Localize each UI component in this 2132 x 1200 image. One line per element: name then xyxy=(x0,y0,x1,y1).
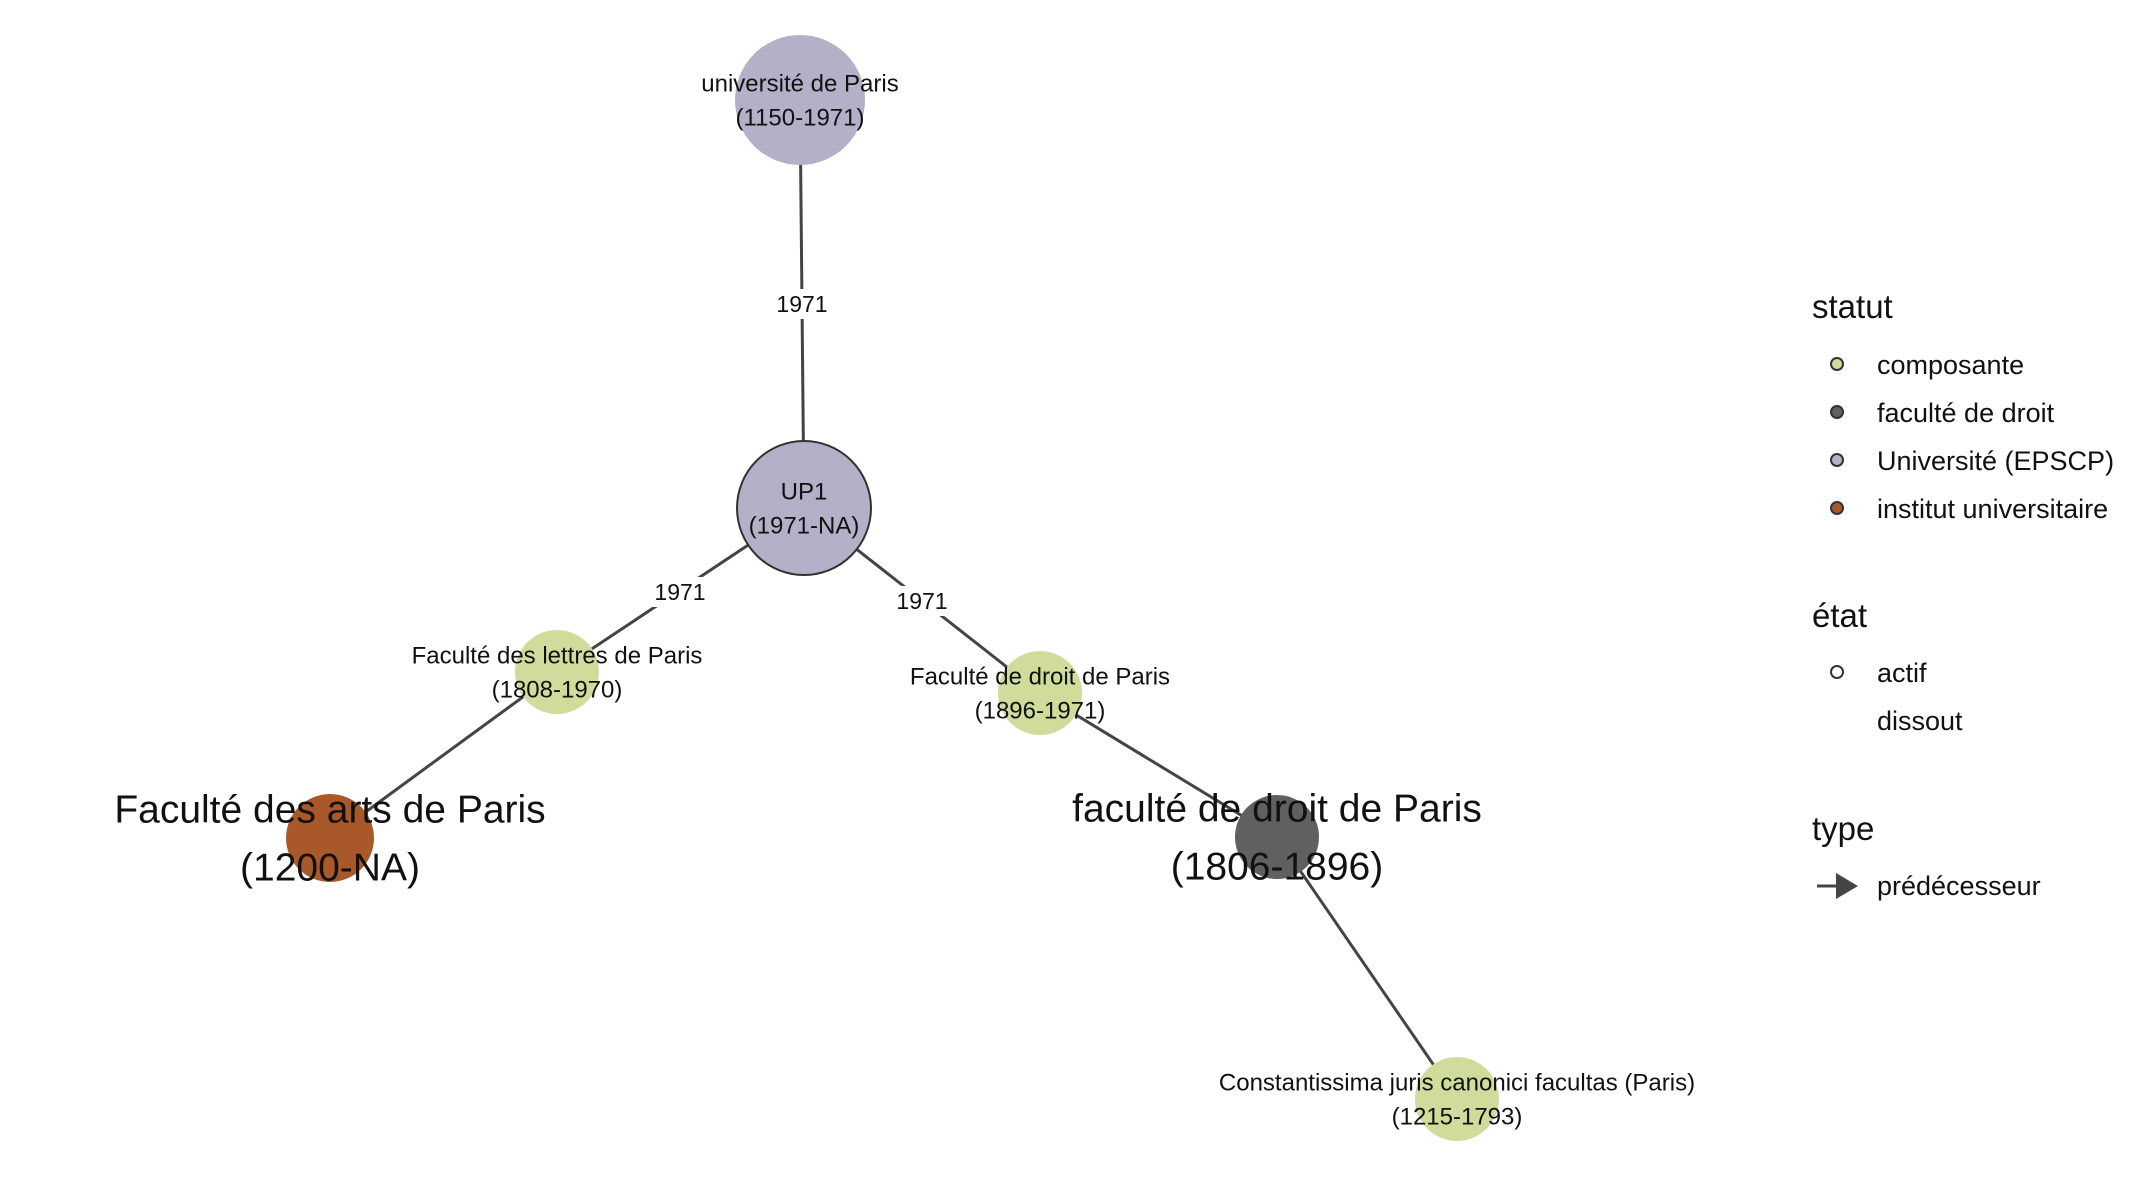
node-lettres[interactable] xyxy=(515,630,599,714)
node-dates-label: (1806-1896) xyxy=(1171,846,1383,889)
edge-label-background xyxy=(773,289,831,319)
edge-label-background xyxy=(651,577,709,607)
legend-title-etat: état xyxy=(1812,597,1867,634)
edge-label-up1-droit-1896: 1971 xyxy=(896,588,947,614)
node-name-label: Constantissima juris canonici facultas (… xyxy=(1219,1069,1695,1096)
node-canonici[interactable] xyxy=(1415,1057,1499,1141)
legend-type-label: prédécesseur xyxy=(1877,871,2041,901)
node-name-label: Faculté des lettres de Paris xyxy=(412,642,703,669)
legend: statut composante faculté de droitUnivers… xyxy=(1812,288,2114,901)
arrow-right-icon xyxy=(1836,873,1858,899)
edge-labels-layer: 1971 1971 1971 xyxy=(651,289,951,616)
node-name-label: faculté de droit de Paris xyxy=(1072,788,1482,831)
legend-statut-label: composante xyxy=(1877,350,2024,380)
node-dates-label: (1200-NA) xyxy=(240,847,420,890)
legend-statut-label: Université (EPSCP) xyxy=(1877,446,2114,476)
legend-swatch-dot-icon xyxy=(1830,453,1844,467)
node-dates-label: (1215-1793) xyxy=(1392,1103,1523,1130)
legend-swatch-dot-icon xyxy=(1830,357,1844,371)
edge-lettres-arts xyxy=(329,670,558,840)
legend-etat-label: dissout xyxy=(1877,706,1963,736)
legend-etat-label: actif xyxy=(1877,658,1927,688)
edge-droit-1806-canonici xyxy=(1275,836,1459,1100)
legend-statut-label: institut universitaire xyxy=(1877,494,2108,524)
labels-layer: université de Paris (1150-1971) UP1 (1971-N… xyxy=(114,70,1695,1130)
node-name-label: UP1 xyxy=(781,478,828,505)
legend-etat-items: actif dissout xyxy=(1830,658,1963,736)
node-name-label: Faculté de droit de Paris xyxy=(910,663,1170,690)
edge-droit-1896-droit-1806 xyxy=(1039,691,1278,839)
node-dates-label: (1808-1970) xyxy=(492,676,623,703)
node-dates-label: (1971-NA) xyxy=(749,512,860,539)
node-up1[interactable] xyxy=(736,440,872,576)
node-droit-1896[interactable] xyxy=(998,651,1082,735)
node-univ-paris[interactable] xyxy=(735,35,865,165)
legend-type-items: prédécesseur xyxy=(1817,871,2041,901)
edge-label-background xyxy=(893,586,951,616)
node-arts[interactable] xyxy=(286,794,374,882)
legend-swatch-dot-icon xyxy=(1830,405,1844,419)
legend-statut-label: faculté de droit xyxy=(1877,398,2055,428)
node-dates-label: (1896-1971) xyxy=(975,697,1106,724)
legend-title-type: type xyxy=(1812,810,1874,847)
edge-label-univ-paris-up1: 1971 xyxy=(776,291,827,317)
node-droit-1806[interactable] xyxy=(1235,795,1319,879)
node-dates-label: (1150-1971) xyxy=(736,104,865,131)
legend-swatch-dot-icon xyxy=(1830,501,1844,515)
node-name-label: université de Paris xyxy=(701,70,898,97)
legend-title-statut: statut xyxy=(1812,288,1893,325)
edge-label-up1-lettres: 1971 xyxy=(654,579,705,605)
nodes-layer xyxy=(286,35,1499,1141)
legend-outline-dot-icon xyxy=(1830,665,1844,679)
node-name-label: Faculté des arts de Paris xyxy=(114,789,545,832)
